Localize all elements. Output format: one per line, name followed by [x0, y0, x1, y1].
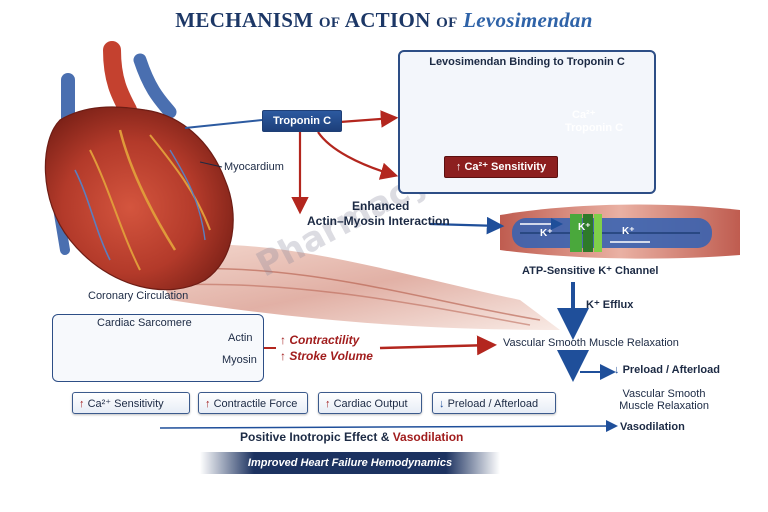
actin-myosin-label: Actin–Myosin Interaction — [307, 214, 450, 228]
coronary-artery — [118, 129, 177, 251]
muscle-fiber-band — [150, 244, 560, 330]
aorta — [103, 41, 137, 119]
down-arrow-icon: ↓ — [439, 398, 445, 410]
title-word-of-1: OF — [318, 15, 341, 31]
actin-label: Actin — [228, 332, 253, 344]
vascular-relax-label-2: Vascular Smooth Muscle Relaxation — [612, 388, 716, 412]
pill-contractile-force: ↑ Contractile Force — [198, 392, 308, 414]
pill-text: Preload / Afterload — [447, 398, 539, 410]
channel-k-label-2: K⁺ — [578, 222, 591, 233]
contractility-effect: ↑ Contractility — [280, 333, 359, 347]
hemodynamics-banner: Improved Heart Failure Hemodynamics — [200, 452, 500, 474]
coronary-circulation-label: Coronary Circulation — [88, 290, 189, 302]
vascular-relaxation-label: Vascular Smooth Muscle Relaxation — [503, 337, 679, 349]
up-arrow-icon: ↑ — [280, 333, 286, 347]
up-arrow-icon: ↑ — [325, 398, 331, 410]
up-arrow-icon: ↑ — [205, 398, 211, 410]
ca-sensitivity-text: Ca²⁺ Sensitivity — [464, 161, 547, 173]
pill-cardiac-output: ↑ Cardiac Output — [318, 392, 422, 414]
arrow-enhanced-to-vessel — [429, 216, 505, 235]
sarcomere-title: Cardiac Sarcomere — [97, 317, 192, 329]
inset-troponin-label: Troponin C — [565, 122, 624, 134]
myocardium-label: Myocardium — [224, 161, 284, 173]
k-efflux-label: K⁺ Efflux — [586, 299, 634, 311]
pulmonary-artery — [133, 53, 177, 119]
title-drug-name: Levosimendan — [463, 8, 593, 32]
down-arrow-icon: ↓ — [614, 364, 620, 376]
arrow-contractility-to-relax — [379, 335, 497, 356]
pill-text: Contractile Force — [213, 398, 298, 410]
up-arrow-icon: ↑ — [280, 349, 286, 363]
positive-inotropic-text: Positive Inotropic Effect & — [240, 430, 390, 444]
vasodilation-label: Vasodilation — [620, 421, 685, 433]
inset-title: Levosimendan Binding to Troponin C — [429, 56, 625, 68]
atp-channel-label: ATP-Sensitive K⁺ Channel — [522, 265, 659, 277]
pill-text: Ca²⁺ Sensitivity — [87, 398, 164, 410]
heart-illustration — [44, 106, 234, 291]
up-arrow-icon: ↑ — [79, 398, 85, 410]
arrow-troponin-to-inset — [339, 110, 399, 128]
positive-inotropic-line: Positive Inotropic Effect & Vasodilation — [240, 430, 463, 444]
title-word-of-2: OF — [436, 15, 458, 31]
stroke-volume-effect: ↑ Stroke Volume — [280, 349, 373, 363]
preload-afterload-text: Preload / Afterload — [622, 364, 720, 376]
diagram-title: MECHANISM OF ACTION OF Levosimendan — [0, 8, 768, 33]
ca-sensitivity-box: ↑ Ca²⁺ Sensitivity — [444, 156, 558, 178]
title-word-mechanism: MECHANISM — [175, 8, 314, 32]
vascular-relax-line-1: Vascular Smooth — [622, 388, 706, 400]
enhanced-label: Enhanced — [352, 199, 410, 213]
arrow-to-vasodilation — [159, 420, 618, 433]
troponin-c-box: Troponin C — [262, 110, 342, 132]
vasodilation-word: Vasodilation — [392, 430, 464, 444]
contractility-text: Contractility — [289, 333, 360, 347]
title-word-action: ACTION — [344, 8, 431, 32]
myosin-label: Myosin — [222, 354, 257, 366]
channel-k-label-1: K⁺ — [540, 228, 553, 239]
pill-preload-afterload: ↓ Preload / Afterload — [432, 392, 556, 414]
pill-ca-sensitivity: ↑ Ca²⁺ Sensitivity — [72, 392, 190, 414]
preload-afterload-effect: ↓ Preload / Afterload — [614, 364, 720, 376]
vascular-relax-line-2: Muscle Relaxation — [619, 400, 709, 412]
stroke-volume-text: Stroke Volume — [289, 349, 373, 363]
arrow-troponin-to-sensitivity — [317, 131, 399, 180]
channel-k-label-3: K⁺ — [622, 226, 635, 237]
vessel-with-katp-channel — [500, 204, 740, 259]
pill-text: Cardiac Output — [333, 398, 408, 410]
cardiac-sarcomere-box: Cardiac Sarcomere — [52, 314, 264, 382]
up-arrow-icon: ↑ — [455, 161, 462, 173]
inset-ca-label: Ca²⁺ — [572, 109, 596, 121]
